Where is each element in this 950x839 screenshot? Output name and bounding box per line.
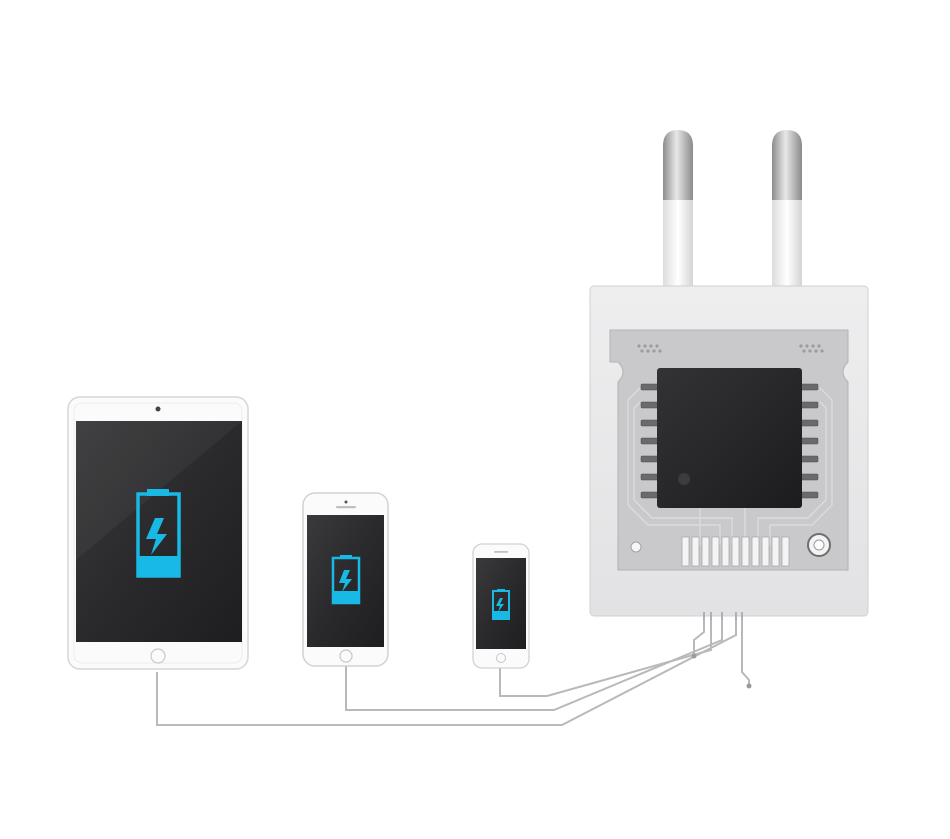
phone-camera xyxy=(344,500,348,504)
chip-orientation-dot xyxy=(678,473,690,485)
large-phone-device xyxy=(302,492,389,667)
tablet-device xyxy=(67,396,249,670)
board-corner-dot xyxy=(630,541,642,553)
tablet-home-button xyxy=(150,648,166,664)
cable-phone-small xyxy=(499,618,712,697)
phone-home-button xyxy=(496,653,506,663)
phone-home-button xyxy=(339,649,353,663)
charging-battery-icon xyxy=(492,589,510,620)
plug-prong-left xyxy=(663,130,693,290)
charger-output-leads xyxy=(703,612,743,620)
cable-spare-1 xyxy=(693,618,705,655)
wall-charger xyxy=(589,130,869,620)
phone-speaker xyxy=(336,506,356,509)
chip-pins-right xyxy=(799,383,819,499)
small-phone-screen xyxy=(476,558,526,649)
board-dot-pattern xyxy=(637,344,824,353)
cable-tablet xyxy=(156,618,737,726)
charging-battery-icon xyxy=(331,555,361,605)
plug-prong-right xyxy=(772,130,802,290)
cable-phone-large xyxy=(345,618,723,711)
tablet-screen xyxy=(76,421,242,642)
board-contacts xyxy=(681,536,790,567)
tablet-camera xyxy=(155,406,161,412)
charging-battery-icon xyxy=(136,489,181,578)
cable-spare-2 xyxy=(741,618,750,685)
charging-cables xyxy=(156,618,750,726)
mounting-hole xyxy=(807,533,831,557)
processor-chip xyxy=(657,368,802,508)
cable-end-dot xyxy=(691,653,697,659)
phone-speaker xyxy=(494,551,508,553)
cable-end-dot xyxy=(746,683,752,689)
small-phone-device xyxy=(472,543,530,669)
board-traces xyxy=(627,387,833,545)
